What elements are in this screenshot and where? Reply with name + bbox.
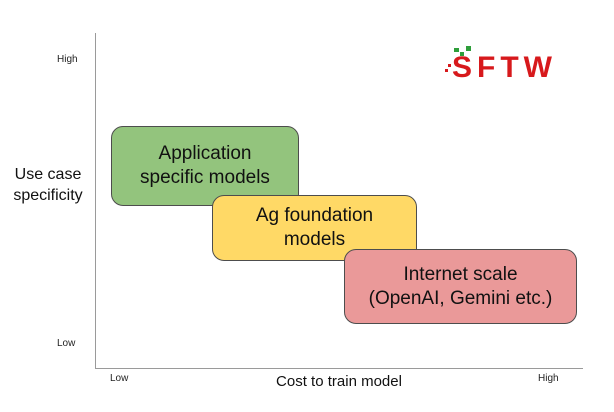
x-tick-high: High — [538, 373, 559, 384]
internet-scale-box: Internet scale (OpenAI, Gemini etc.) — [344, 249, 577, 324]
application-specific-models-box: Application specific models — [111, 126, 299, 206]
y-axis-line — [95, 33, 96, 369]
logo-wordmark: SFTW — [452, 51, 557, 84]
x-tick-low: Low — [110, 373, 129, 384]
y-axis-label: Use case specificity — [13, 166, 83, 204]
logo-leaf-icon — [445, 46, 471, 72]
sftw-logo: SFTW — [445, 46, 557, 84]
y-tick-high: High — [57, 54, 78, 65]
x-axis-line — [95, 368, 583, 369]
y-tick-low: Low — [57, 338, 76, 349]
x-axis-label: Cost to train model — [276, 373, 402, 390]
